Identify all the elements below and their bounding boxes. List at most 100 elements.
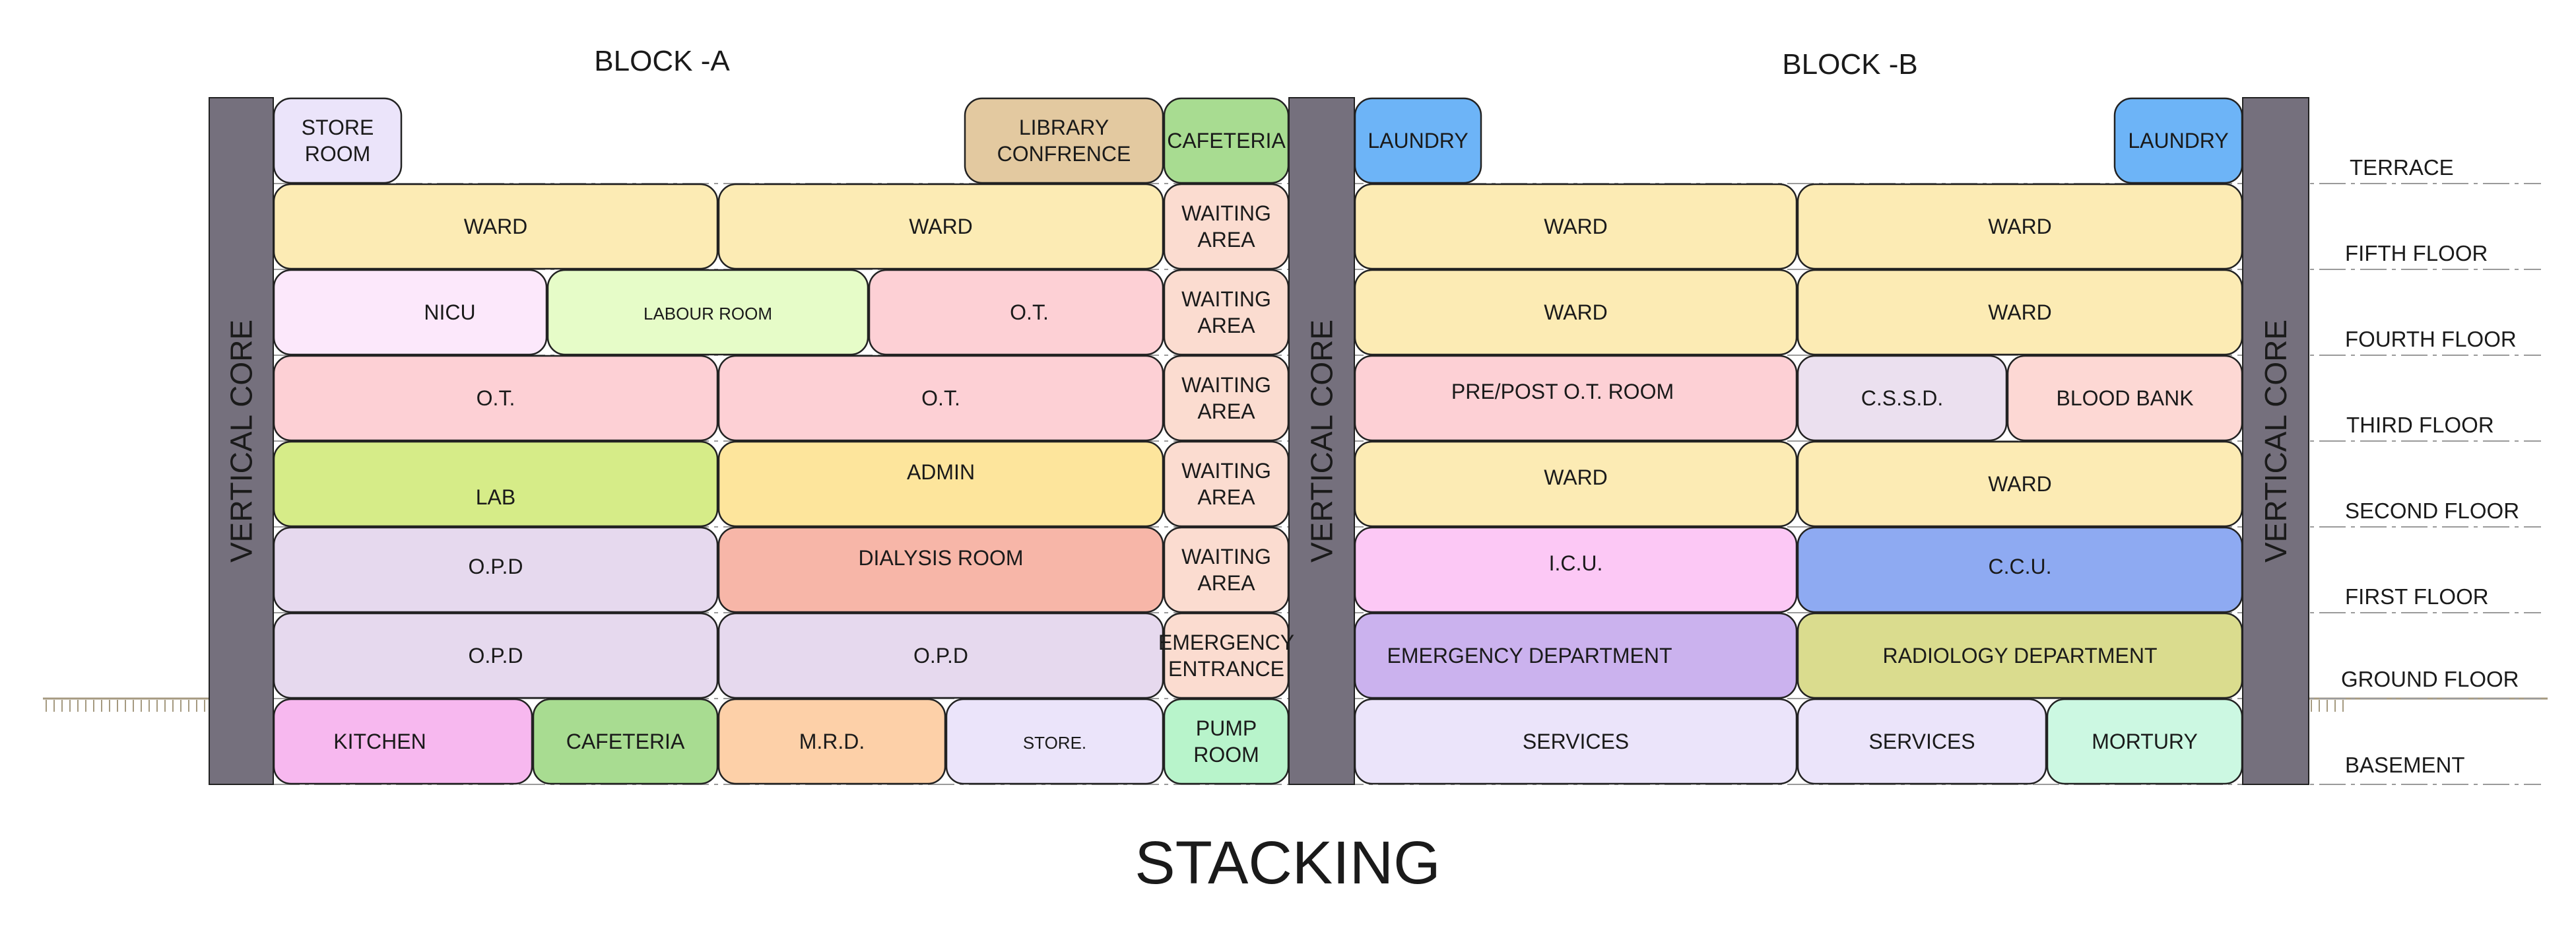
room-box: [1797, 269, 2243, 356]
room-emergency-department: EMERGENCY DEPARTMENT: [1354, 612, 1798, 699]
vertical-core-middle: [1288, 97, 1355, 785]
room-lab: LAB: [273, 440, 719, 528]
room-label: I.C.U.: [1549, 551, 1603, 575]
room-label: MORTURY: [2092, 730, 2198, 753]
room-label: LIBRARY: [1019, 116, 1109, 139]
room-label: WARD: [1544, 215, 1608, 238]
room-label: WAITING: [1181, 545, 1271, 568]
room-opd-g1: O.P.D: [273, 612, 719, 699]
floor-label-fifth-floor: FIFTH FLOOR: [2345, 241, 2488, 265]
room-label: WARD: [464, 215, 528, 238]
room-box: [1163, 97, 1290, 184]
room-box: [1797, 183, 2243, 270]
room-label: AREA: [1197, 399, 1255, 423]
room-kitchen: KITCHEN: [273, 698, 533, 785]
room-pre-post-ot: PRE/POST O.T. ROOM: [1354, 355, 1798, 442]
room-ot-3-a2: O.T.: [717, 355, 1164, 442]
room-label: ROOM: [1193, 743, 1259, 767]
floor-label-terrace: TERRACE: [2350, 155, 2454, 180]
room-box: [1163, 440, 1290, 528]
block-a-title: BLOCK -A: [594, 45, 730, 77]
room-box: [273, 612, 719, 699]
room-box: [546, 269, 869, 356]
room-label: WARD: [1988, 472, 2052, 496]
room-label: WARD: [1544, 300, 1608, 324]
room-box: [2046, 698, 2243, 785]
room-label: KITCHEN: [333, 730, 426, 753]
room-box: [717, 355, 1164, 442]
room-label: ENTRANCE: [1168, 657, 1284, 681]
room-label: CONFRENCE: [997, 142, 1131, 166]
floor-label-second-floor: SECOND FLOOR: [2345, 498, 2519, 523]
room-label: AREA: [1197, 485, 1255, 509]
room-box: [2113, 97, 2243, 184]
room-label: NICU: [424, 300, 475, 324]
floor-label-fourth-floor: FOURTH FLOOR: [2345, 327, 2517, 351]
room-box: [964, 97, 1164, 184]
room-label: WARD: [1988, 215, 2052, 238]
room-box: [273, 269, 548, 356]
room-blood-bank: BLOOD BANK: [2006, 355, 2243, 442]
room-label: O.T.: [477, 386, 515, 410]
floor-label-ground-floor: GROUND FLOOR: [2341, 667, 2519, 691]
room-label: WAITING: [1181, 287, 1271, 311]
room-box: [1354, 612, 1798, 699]
room-box: [1163, 183, 1290, 270]
room-label: BLOOD BANK: [2056, 386, 2193, 410]
room-label: EMERGENCY: [1158, 631, 1294, 654]
room-label: LAUNDRY: [1368, 129, 1468, 153]
room-label: EMERGENCY DEPARTMENT: [1387, 644, 1672, 668]
room-mortury: MORTURY: [2046, 698, 2243, 785]
room-admin: ADMIN: [717, 440, 1164, 528]
room-label: WARD: [909, 215, 973, 238]
room-label: M.R.D.: [799, 730, 865, 753]
room-opd-g2: O.P.D: [717, 612, 1164, 699]
room-label: O.T.: [921, 386, 960, 410]
floor-label-third-floor: THIRD FLOOR: [2346, 413, 2494, 437]
room-cafeteria-terrace: CAFETERIA: [1163, 97, 1290, 184]
room-box: [1163, 269, 1290, 356]
room-emergency-entrance: EMERGENCY ENTRANCE: [1158, 612, 1294, 699]
room-box: [717, 183, 1164, 270]
room-label: CAFETERIA: [566, 730, 685, 753]
room-box: [717, 612, 1164, 699]
floor-label-basement: BASEMENT: [2345, 753, 2465, 777]
room-label: WARD: [1988, 300, 2052, 324]
room-box: [1797, 698, 2047, 785]
room-label: STORE.: [1023, 733, 1086, 753]
room-box: [1797, 526, 2243, 613]
room-label: O.P.D: [913, 644, 968, 668]
room-services-1: SERVICES: [1354, 698, 1798, 785]
room-pump-room: PUMP ROOM: [1163, 698, 1290, 785]
room-box: [273, 183, 719, 270]
room-label: C.S.S.D.: [1861, 386, 1943, 410]
block-b-title: BLOCK -B: [1782, 48, 1917, 81]
room-box: [273, 97, 403, 184]
room-label: ROOM: [305, 142, 371, 166]
room-box: [273, 698, 533, 785]
room-label: PUMP: [1196, 716, 1257, 740]
room-label: WAITING: [1181, 373, 1271, 397]
room-ward-4-b2: WARD: [1797, 269, 2243, 356]
room-label: LABOUR ROOM: [644, 304, 772, 324]
room-box: [1797, 440, 2243, 528]
room-box: [1354, 355, 1798, 442]
vertical-core-right: [2242, 97, 2309, 785]
room-label: O.T.: [1010, 300, 1049, 324]
room-labour-room: LABOUR ROOM: [546, 269, 869, 356]
room-ward-5-a2: WARD: [717, 183, 1164, 270]
room-label: AREA: [1197, 571, 1255, 595]
room-box: [1354, 269, 1798, 356]
room-box: [1354, 183, 1798, 270]
room-box: [532, 698, 719, 785]
vertical-core-left: [209, 97, 274, 785]
room-radiology-department: RADIOLOGY DEPARTMENT: [1797, 612, 2243, 699]
room-box: [868, 269, 1164, 356]
room-box: [273, 355, 719, 442]
room-label: WAITING: [1181, 459, 1271, 483]
